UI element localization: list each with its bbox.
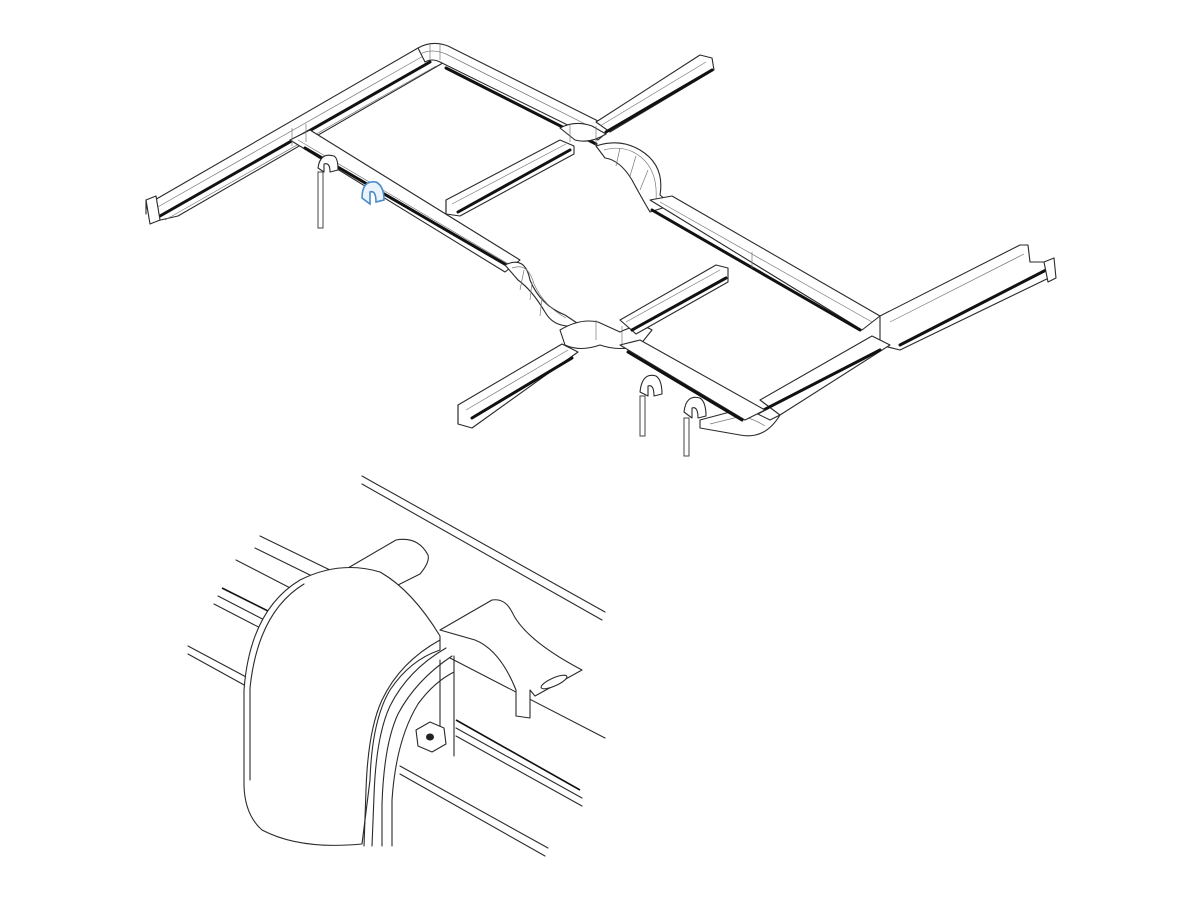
detail-bracket-cover — [243, 566, 455, 847]
cross-junction-upper — [559, 122, 607, 146]
hanger-overview-3 — [639, 374, 663, 437]
hanger-overview-2-highlighted — [361, 181, 385, 206]
cross-junction-lower — [559, 320, 653, 350]
tray-stub-upper-right — [595, 54, 715, 134]
detail-mounting-tab — [439, 599, 583, 757]
tray-stub-lower-upper — [619, 264, 729, 335]
tray-run-right-diagonal — [649, 195, 881, 332]
hanger-overview-1 — [317, 154, 339, 229]
detail-hex-nut — [415, 721, 447, 753]
tray-stub-far-right — [879, 244, 1057, 351]
tray-stub-mid-left — [445, 139, 575, 217]
s-bend-right — [595, 142, 673, 213]
tray-stub-lower-left — [457, 343, 579, 429]
tray-run-lower-right — [699, 335, 891, 437]
hanger-overview-4 — [683, 396, 707, 457]
tray-run-lower-middle — [619, 339, 766, 422]
